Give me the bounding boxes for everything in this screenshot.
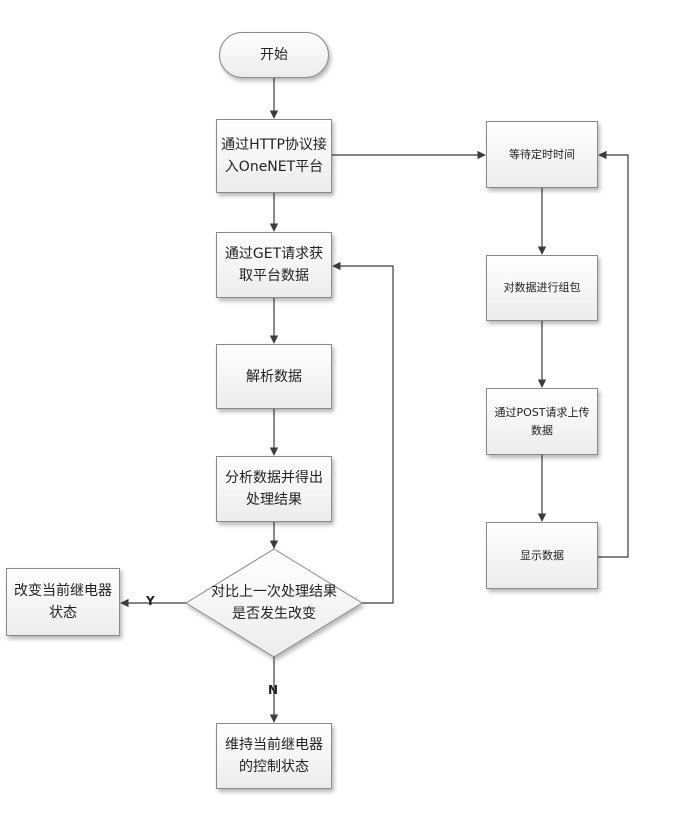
yes-branch-label: Y	[146, 594, 155, 608]
compare-label: 对比上一次处理结果是否发生改变	[211, 584, 337, 622]
parse-node: 解析数据	[216, 344, 332, 409]
display-node: 显示数据	[486, 522, 598, 589]
edge-compare-loop-to-get	[332, 261, 394, 604]
pack-node: 对数据进行组包	[486, 255, 598, 321]
no-branch-label: N	[268, 683, 279, 697]
wait-node: 等待定时时间	[486, 121, 598, 188]
get-request-node: 通过GET请求获取平台数据	[216, 232, 332, 298]
http-connect-node: 通过HTTP协议接入OneNET平台	[216, 119, 332, 193]
keep-relay-node: 维持当前继电器的控制状态	[216, 723, 332, 789]
analyze-node: 分析数据并得出处理结果	[216, 456, 332, 522]
edge-display-loop-to-wait	[598, 150, 629, 558]
post-upload-node: 通过POST请求上传数据	[486, 388, 598, 455]
change-relay-node: 改变当前继电器状态	[6, 568, 120, 636]
start-node: 开始	[219, 32, 329, 78]
